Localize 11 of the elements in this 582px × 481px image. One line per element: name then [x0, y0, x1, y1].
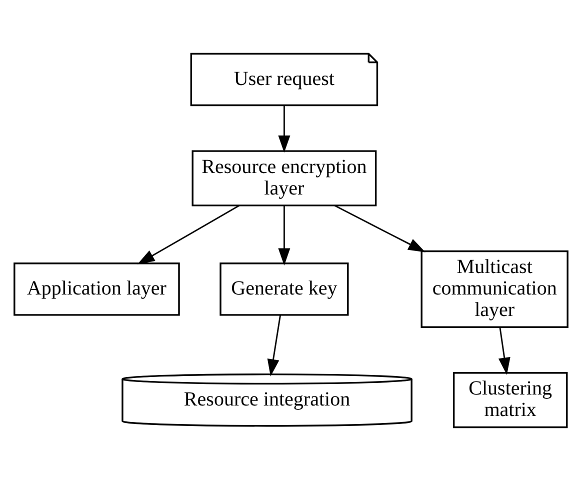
node-box: Application layer [14, 262, 180, 316]
node-box: Multicast communication layer [420, 250, 568, 328]
arrow [137, 204, 240, 264]
arrow [498, 327, 510, 375]
node-box: Clustering matrix [452, 372, 568, 428]
node-box: Generate key [220, 262, 349, 316]
arrow [267, 315, 282, 376]
node-box: Resource encryption layer [192, 150, 377, 206]
arrow [334, 204, 426, 252]
arrow [278, 206, 290, 266]
arrow [278, 106, 290, 153]
